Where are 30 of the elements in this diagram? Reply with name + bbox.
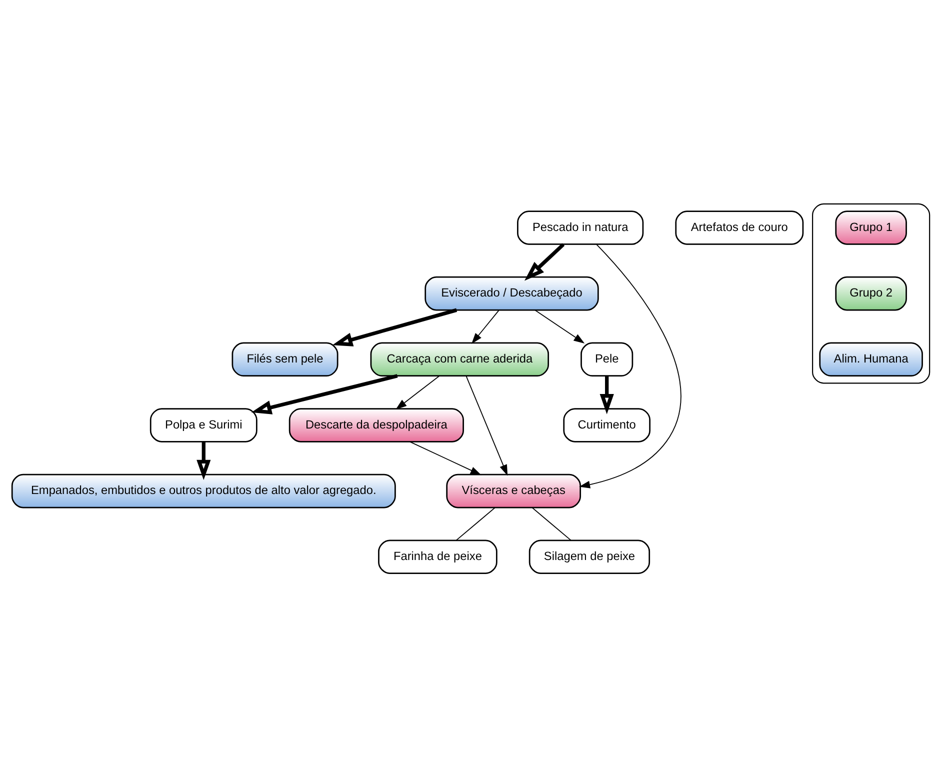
arrow <box>600 376 614 414</box>
node-box: Curtimento <box>563 408 650 442</box>
node-box: Polpa e Surimi <box>150 408 258 442</box>
node-box: Artefatos de couro <box>675 210 804 245</box>
node-box: Pescado in natura <box>517 210 644 245</box>
node-box: Silagem de peixe <box>528 540 650 574</box>
arrow <box>396 376 440 410</box>
node-box: Alim. Humana <box>819 342 923 377</box>
node-box: Vísceras e cabeças <box>446 474 582 508</box>
arrow <box>534 310 585 344</box>
arrow <box>579 244 681 488</box>
node-box: Carcaça com carne aderida <box>370 342 550 377</box>
arrow <box>410 441 482 476</box>
arrow <box>251 374 398 414</box>
connector <box>456 507 496 541</box>
node-box: Empanados, embutidos e outros produtos de alto valor agregado. <box>11 474 396 508</box>
arrow <box>332 308 458 346</box>
connector <box>532 507 572 541</box>
node-box: Farinha de peixe <box>378 540 498 574</box>
arrow <box>196 442 211 480</box>
arrow <box>472 310 500 344</box>
node-box: Pele <box>580 342 634 377</box>
cluster <box>812 203 930 384</box>
node-box: Descarte da despolpadeira <box>288 408 464 442</box>
node-box: Grupo 2 <box>835 276 907 311</box>
node-box: Filés sem pele <box>232 342 338 377</box>
arrow <box>524 243 565 281</box>
node-box: Eviscerado / Descabeçado <box>424 276 599 311</box>
arrow <box>466 376 508 476</box>
node-box: Grupo 1 <box>835 210 907 245</box>
